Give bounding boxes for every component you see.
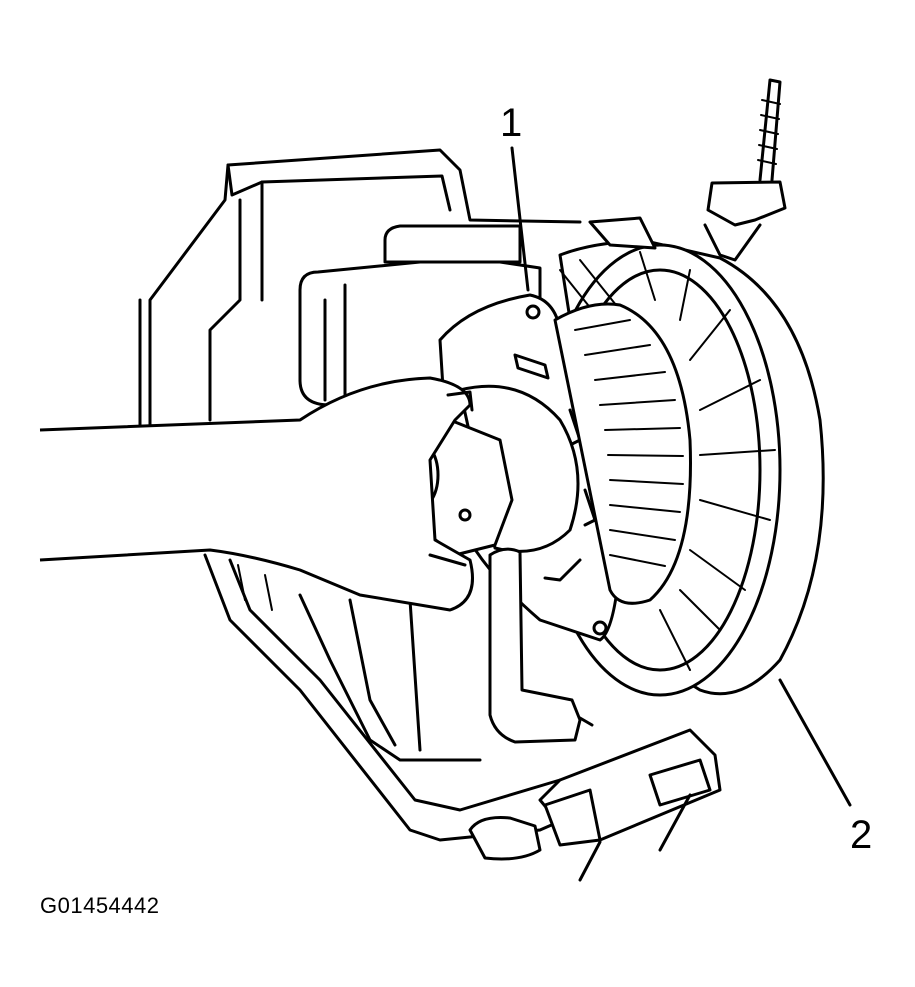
callout-2-leader bbox=[778, 678, 852, 807]
callout-2-label: 2 bbox=[850, 813, 873, 857]
figure-id: G01454442 bbox=[40, 893, 160, 918]
callout-1-leader bbox=[510, 146, 530, 292]
hand bbox=[39, 376, 474, 612]
vent-tube bbox=[488, 547, 594, 744]
hvac-housing bbox=[138, 148, 722, 882]
callout-1-label: 1 bbox=[500, 101, 523, 145]
wire-connector bbox=[703, 78, 787, 262]
